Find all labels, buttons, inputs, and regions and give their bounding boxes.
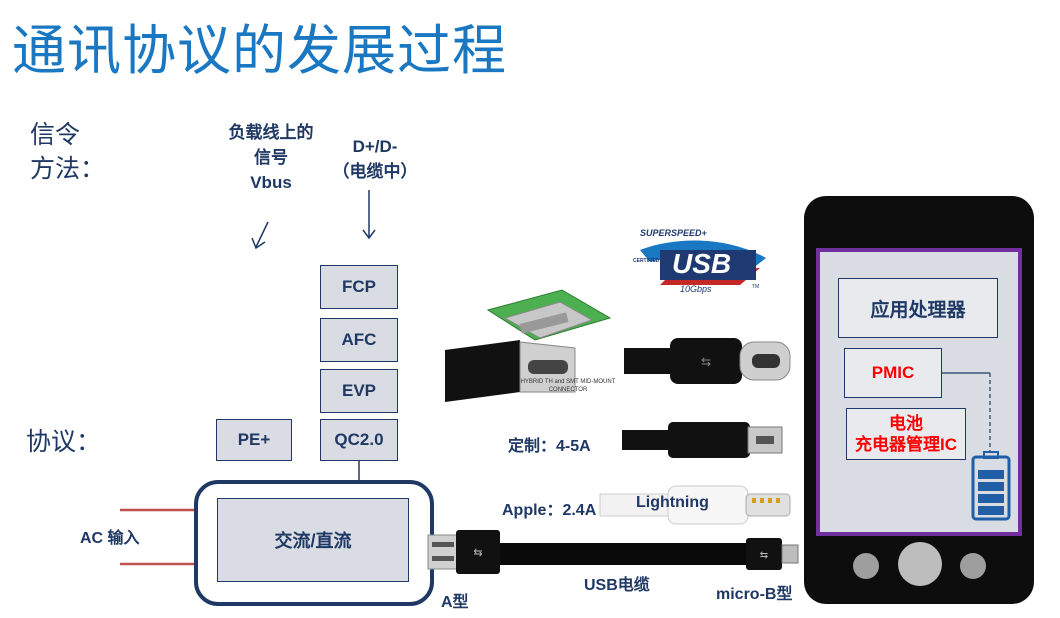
app-processor-box: 应用处理器 [838,278,998,338]
signaling-label-line2: 方法： [30,154,106,183]
protocol-pe-plus: PE+ [216,419,292,461]
vbus-signal-note: 负载线上的 信号 Vbus [196,120,346,195]
usb-logo-tm: TM [752,284,760,290]
usb-superspeed-logo [640,240,766,285]
protocol-fcp: FCP [320,265,398,309]
micro-b-label: micro-B型 [716,586,793,603]
pmic-box: PMIC [844,348,942,398]
battery-icon [971,451,1011,521]
usb-c-pcb-connector-image [445,289,612,402]
a-type-label: A型 [441,594,469,611]
usb-logo-certified: CERTIFIED [633,258,660,264]
svg-text:⇆: ⇆ [701,355,711,369]
micro-b-connector: ⇆ [746,538,799,570]
dpdm-note-line2: （电缆中） [332,162,418,181]
connector-caption: HYBRID TH and SMT MID-MOUNT CONNECTOR [508,378,628,394]
protocol-qc20: QC2.0 [320,419,398,461]
vbus-arrow [251,221,269,250]
custom-micro-usb-cable-image [622,422,783,458]
usb-a-connector: ⇆ [427,530,500,574]
custom-current-label: 定制：4-5A [508,438,591,455]
usb-logo-speed: 10Gbps [680,284,712,294]
vbus-note-line2: 信号 [254,148,288,167]
ac-input-label: AC 输入 [80,530,140,547]
pmic-label: PMIC [871,363,915,382]
phone-right-button[interactable] [960,553,986,579]
charger-ic-box: 电池 充电器管理IC [846,408,966,460]
dpdm-arrow [362,190,376,240]
svg-text:⇆: ⇆ [473,547,482,559]
vbus-note-line1: 负载线上的 [228,123,314,142]
connector-caption-line1: HYBRID TH and SMT MID-MOUNT [520,379,616,385]
dpdm-signal-note: D+/D- （电缆中） [300,134,450,184]
usb-logo-top-text: SUPERSPEED+ [640,228,707,238]
vbus-note-line3: Vbus [250,173,292,192]
ac-input-wires [120,508,196,566]
protocol-evp: EVP [320,369,398,413]
phone-left-button[interactable] [853,553,879,579]
usb-cable-body [500,543,750,565]
ac-dc-adapter-box: 交流/直流 [217,498,409,582]
lightning-label: Lightning [636,494,709,511]
pmic-battery-connection [942,372,991,452]
connector-caption-line2: CONNECTOR [548,387,588,393]
signaling-label-line1: 信令 [30,120,81,149]
dpdm-note-line1: D+/D- [352,137,398,156]
protocol-afc: AFC [320,318,398,362]
page-title: 通讯协议的发展过程 [12,19,507,82]
phone-illustration [804,196,1034,604]
charger-label-line2: 充电器管理IC [855,435,957,454]
usb-cable-label: USB电缆 [584,577,650,594]
phone-home-button[interactable] [898,542,942,586]
svg-text:⇆: ⇆ [760,550,768,561]
protocols-label: 协议： [26,427,102,456]
usb-logo-main: USB [672,248,732,279]
signaling-method-label: 信令 方法： [30,118,105,186]
lightning-cable-image [599,485,791,525]
apple-current-label: Apple：2.4A [502,502,597,519]
charger-label-line1: 电池 [889,414,923,433]
usb-c-cable-image: ⇆ [624,338,791,384]
